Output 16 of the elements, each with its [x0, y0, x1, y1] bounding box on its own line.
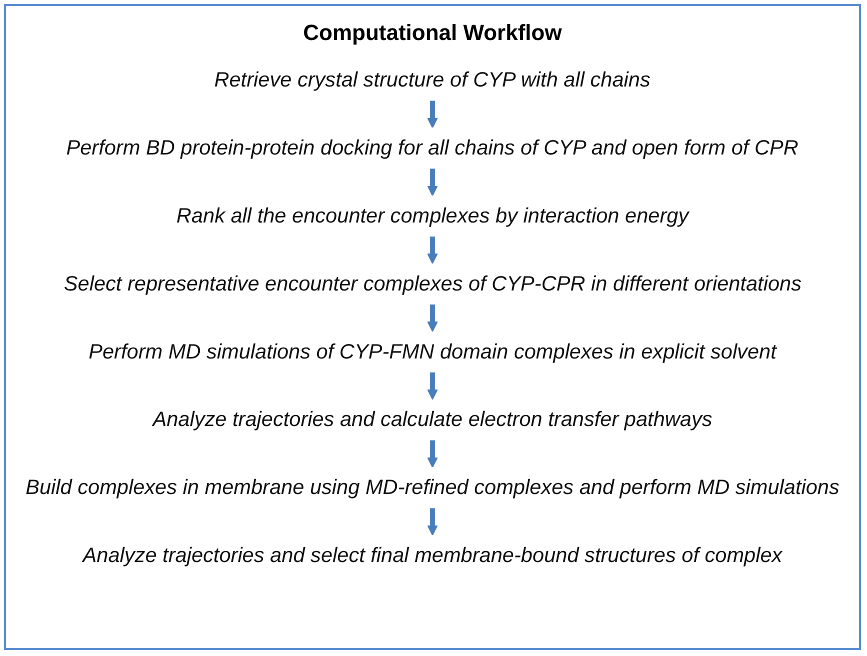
arrow [427, 236, 438, 264]
arrow [427, 100, 438, 128]
diagram-title: Computational Workflow [303, 20, 562, 46]
node-text: Analyze trajectories and select final membrane-bound structures of complex [82, 544, 782, 567]
node-text: Analyze trajectories and calculate electron transfer pathways [152, 408, 712, 432]
arrow [427, 372, 438, 400]
node-text: Build complexes in membrane using MD-refined complexes and perform MD simulations [26, 476, 840, 500]
arrow [427, 440, 438, 468]
arrow [427, 304, 438, 332]
node-text: Retrieve crystal structure of CYP with all chains [214, 68, 650, 92]
arrow [427, 168, 438, 196]
node-text: Rank all the encounter complexes by interaction energy [176, 204, 689, 228]
node-text: Perform BD protein-protein docking for all chains of CYP and open form of CPR [66, 136, 798, 160]
node-text: Select representative encounter complexes of CYP-CPR in different orientations [64, 272, 802, 296]
node-text: Perform MD simulations of CYP-FMN domain complexes in explicit solvent [88, 340, 776, 364]
arrow [427, 508, 438, 536]
